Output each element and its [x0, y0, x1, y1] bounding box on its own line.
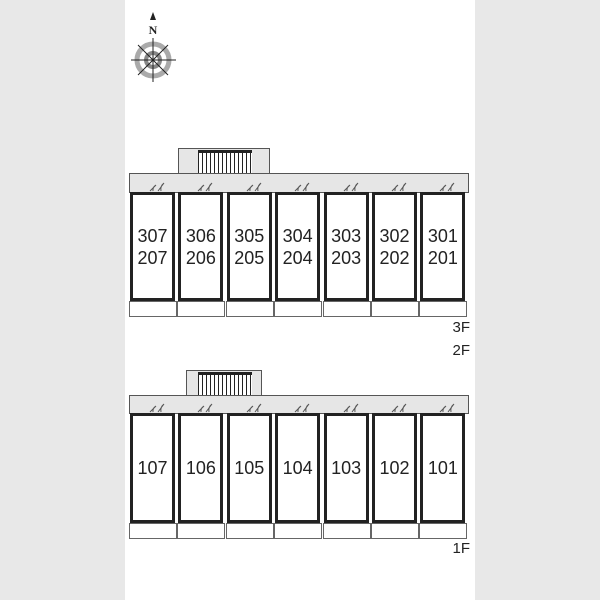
balcony	[225, 301, 274, 317]
unit-number: 207	[137, 247, 168, 268]
compass-north-label: N	[149, 23, 158, 37]
balcony	[371, 523, 419, 539]
door-swing-icon	[245, 400, 265, 413]
balcony	[129, 301, 177, 317]
balcony	[274, 301, 323, 317]
balcony	[177, 523, 226, 539]
unit-number: 205	[234, 247, 265, 268]
unit[interactable]: 107	[130, 413, 175, 523]
balcony	[322, 301, 371, 317]
unit-number: 201	[427, 247, 458, 268]
balcony	[419, 301, 468, 317]
door-swing-icon	[196, 179, 216, 192]
floor-label-1f: 1F	[452, 540, 470, 557]
balcony	[129, 523, 177, 539]
unit[interactable]: 106	[178, 413, 224, 523]
compass-rose-icon: N	[131, 12, 176, 82]
unit-number: 305	[234, 225, 265, 246]
unit-number: 303	[331, 225, 362, 246]
unit[interactable]: 101	[420, 413, 466, 523]
unit-number: 104	[282, 458, 313, 478]
unit-number: 106	[185, 458, 216, 478]
unit-number: 101	[427, 458, 458, 478]
unit-number: 307	[137, 225, 168, 246]
unit-number: 301	[427, 225, 458, 246]
unit-number: 304	[282, 225, 313, 246]
door-swing-icon	[293, 400, 313, 413]
unit[interactable]: 102	[372, 413, 417, 523]
door-swing-icon	[438, 179, 458, 192]
door-swing-icon	[196, 400, 216, 413]
door-swing-icon	[148, 400, 168, 413]
balcony	[371, 301, 419, 317]
door-swing-icon	[438, 400, 458, 413]
unit-number: 105	[234, 458, 265, 478]
door-swing-icon	[245, 179, 265, 192]
unit-number: 204	[282, 247, 313, 268]
unit[interactable]: 105	[226, 413, 272, 523]
unit-number: 206	[185, 247, 216, 268]
unit-number: 202	[379, 247, 410, 268]
balcony	[274, 523, 323, 539]
balcony	[322, 523, 371, 539]
unit[interactable]: 104	[275, 413, 321, 523]
door-swing-icon	[342, 179, 362, 192]
door-swing-icon	[148, 179, 168, 192]
staircase	[198, 150, 252, 176]
staircase	[198, 372, 252, 398]
unit-number: 306	[185, 225, 216, 246]
balcony	[419, 523, 468, 539]
unit[interactable]: 103	[323, 413, 369, 523]
compass: N	[130, 8, 180, 83]
balcony	[177, 301, 226, 317]
door-swing-icon	[293, 179, 313, 192]
door-swing-icon	[390, 179, 410, 192]
floor-label-3f: 3F	[452, 319, 470, 336]
unit-number: 107	[137, 458, 168, 478]
unit-number: 302	[379, 225, 410, 246]
unit-number: 102	[379, 458, 410, 478]
unit-number: 103	[331, 458, 362, 478]
door-swing-icon	[342, 400, 362, 413]
unit-number: 203	[331, 247, 362, 268]
balcony	[225, 523, 274, 539]
floor-label-2f: 2F	[452, 342, 470, 359]
door-swing-icon	[390, 400, 410, 413]
